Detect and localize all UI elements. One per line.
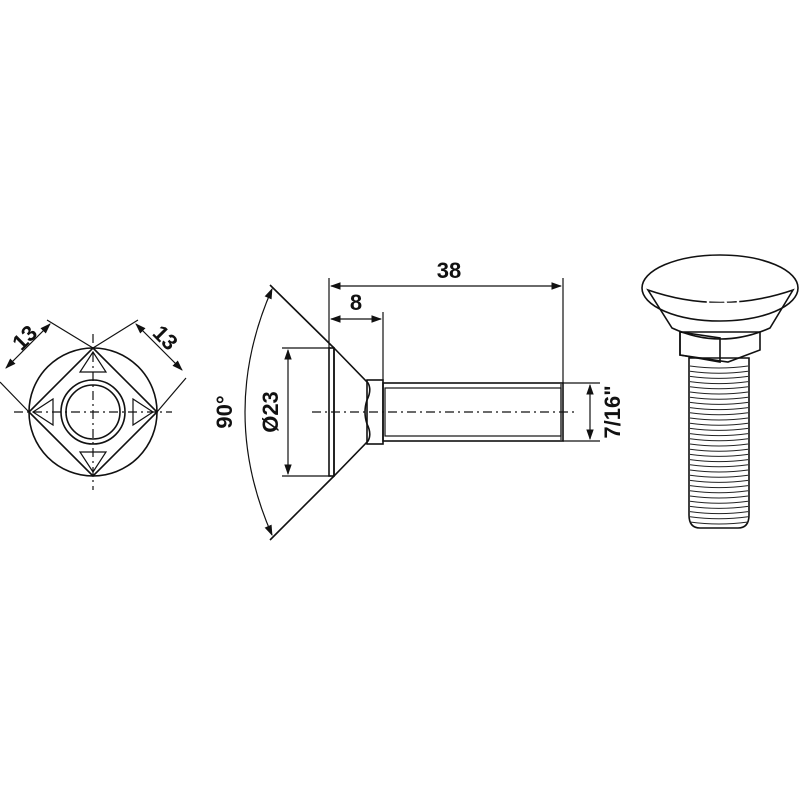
dim-line-right	[135, 323, 183, 371]
iso-head	[641, 254, 799, 322]
angle-arc	[244, 288, 273, 536]
thread-lines	[689, 365, 749, 525]
thread-size-label: 7/16"	[600, 385, 625, 438]
iso-neck	[679, 331, 721, 363]
end-view: 13 13	[0, 319, 187, 490]
side-view: 90° Ø23 8 38 7/16"	[212, 258, 625, 541]
angle-label: 90°	[212, 395, 237, 428]
total-length-label: 38	[437, 258, 461, 283]
dim-label-right: 13	[148, 320, 183, 355]
iso-shaft	[688, 357, 750, 529]
diameter-label: Ø23	[258, 391, 283, 433]
head-cone	[333, 346, 371, 478]
brand-logo-icon	[706, 274, 740, 306]
dim-line-left	[5, 323, 51, 369]
dim-label-left: 13	[7, 320, 42, 355]
isometric-view	[641, 254, 799, 529]
neck-length-label: 8	[350, 290, 362, 315]
